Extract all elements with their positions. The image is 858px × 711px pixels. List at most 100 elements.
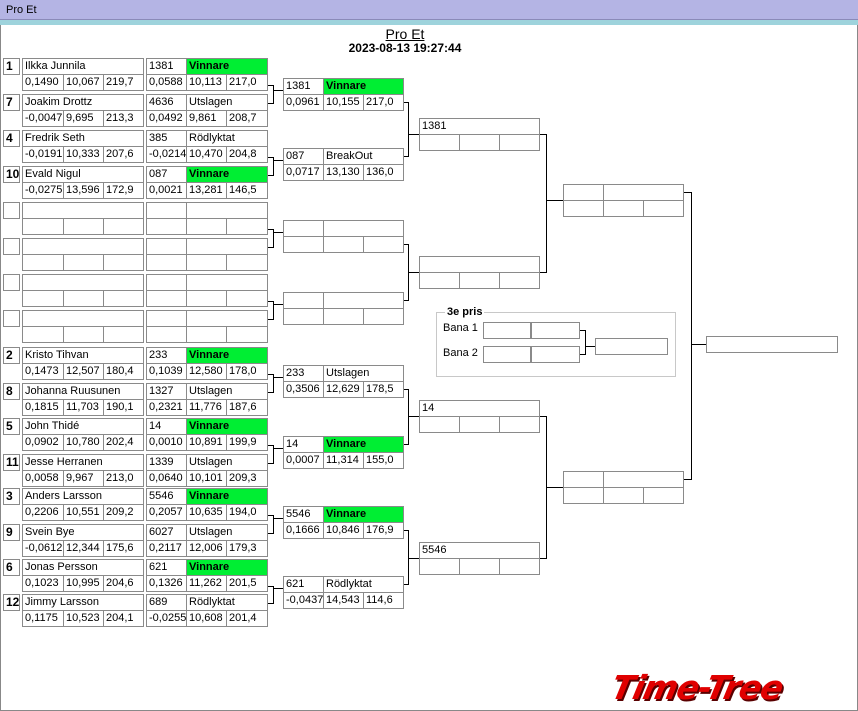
lane-number[interactable]	[146, 274, 187, 291]
round2-elapsed-time: 10,846	[323, 522, 364, 539]
racer-name[interactable]: Joakim Drottz	[22, 94, 144, 111]
bracket-line	[273, 518, 283, 519]
round1-elapsed-time: 11,262	[186, 575, 227, 592]
round2-speed	[363, 236, 404, 253]
window-titlebar[interactable]: Pro Et	[0, 0, 858, 20]
window-title: Pro Et	[6, 4, 37, 16]
round2-lane-number[interactable]: 14	[283, 436, 324, 453]
racer-name[interactable]: Jesse Herranen	[22, 454, 144, 471]
round2-lane-number[interactable]: 5546	[283, 506, 324, 523]
racer-name[interactable]: Fredrik Seth	[22, 130, 144, 147]
lane-number[interactable]	[146, 238, 187, 255]
bracket-line	[268, 463, 274, 464]
round1-reaction-time	[146, 254, 187, 271]
lane-number[interactable]: 14	[146, 418, 187, 435]
lane1-label: Bana 1	[443, 322, 478, 334]
round3-et	[459, 416, 500, 433]
bracket-line	[404, 102, 409, 103]
champion-box[interactable]	[706, 336, 838, 353]
round1-reaction-time: -0,0255	[146, 610, 187, 627]
third-lane1-result[interactable]	[531, 322, 580, 339]
racer-name[interactable]	[22, 274, 144, 291]
seed-number: 3	[3, 488, 20, 505]
round2-elapsed-time: 13,130	[323, 164, 364, 181]
racer-speed	[103, 326, 144, 343]
round3-et	[459, 134, 500, 151]
semifinal-lane-number[interactable]	[563, 471, 604, 488]
racer-name[interactable]: Jonas Persson	[22, 559, 144, 576]
round2-lane-number[interactable]: 621	[283, 576, 324, 593]
round3-speed	[499, 134, 540, 151]
bracket-line	[268, 319, 274, 320]
racer-name[interactable]: John Thidé	[22, 418, 144, 435]
lane-number[interactable]: 6027	[146, 524, 187, 541]
lane-number[interactable]: 621	[146, 559, 187, 576]
racer-name[interactable]: Svein Bye	[22, 524, 144, 541]
round2-lane-number[interactable]: 233	[283, 365, 324, 382]
result-badge: Vinnare	[186, 559, 268, 576]
seed-number: 6	[3, 559, 20, 576]
third-place-winner[interactable]	[595, 338, 668, 355]
racer-speed: 204,6	[103, 575, 144, 592]
round3-lane-number[interactable]: 14	[419, 400, 540, 417]
racer-elapsed-time: 10,523	[63, 610, 104, 627]
racer-name[interactable]: Evald Nigul	[22, 166, 144, 183]
bracket-line	[273, 229, 274, 248]
round3-lane-number[interactable]: 5546	[419, 542, 540, 559]
round2-lane-number[interactable]	[283, 292, 324, 309]
racer-elapsed-time	[63, 218, 104, 235]
round2-lane-number[interactable]	[283, 220, 324, 237]
racer-name[interactable]	[22, 202, 144, 219]
lane-number[interactable]: 1327	[146, 383, 187, 400]
round3-et	[459, 558, 500, 575]
bracket-line	[408, 558, 419, 559]
bracket-line	[540, 134, 547, 135]
lane-number[interactable]: 5546	[146, 488, 187, 505]
bracket-line	[408, 102, 409, 157]
racer-elapsed-time: 10,067	[63, 74, 104, 91]
round2-result: Rödlyktat	[323, 576, 404, 593]
racer-speed	[103, 290, 144, 307]
round2-lane-number[interactable]: 087	[283, 148, 324, 165]
round1-elapsed-time	[186, 218, 227, 235]
lane-number[interactable]	[146, 202, 187, 219]
lane-number[interactable]	[146, 310, 187, 327]
lane-number[interactable]: 1339	[146, 454, 187, 471]
round1-elapsed-time: 11,776	[186, 399, 227, 416]
round1-reaction-time: 0,0021	[146, 182, 187, 199]
racer-name[interactable]: Ilkka Junnila	[22, 58, 144, 75]
lane-number[interactable]: 385	[146, 130, 187, 147]
semifinal-lane-number[interactable]	[563, 184, 604, 201]
bracket-line	[404, 156, 409, 157]
lane-number[interactable]: 4636	[146, 94, 187, 111]
result-badge: Utslagen	[186, 383, 268, 400]
bracket-line	[404, 530, 409, 531]
lane-number[interactable]: 233	[146, 347, 187, 364]
round1-reaction-time: 0,0492	[146, 110, 187, 127]
round3-speed	[499, 416, 540, 433]
round2-lane-number[interactable]: 1381	[283, 78, 324, 95]
racer-name[interactable]: Kristo Tihvan	[22, 347, 144, 364]
racer-name[interactable]	[22, 310, 144, 327]
round1-elapsed-time	[186, 254, 227, 271]
round3-lane-number[interactable]: 1381	[419, 118, 540, 135]
round2-reaction-time: 0,0961	[283, 94, 324, 111]
racer-name[interactable]: Anders Larsson	[22, 488, 144, 505]
racer-name[interactable]	[22, 238, 144, 255]
third-lane2-result[interactable]	[531, 346, 580, 363]
third-lane2-number[interactable]	[483, 346, 531, 363]
racer-elapsed-time: 12,344	[63, 540, 104, 557]
lane-number[interactable]: 087	[146, 166, 187, 183]
lane-number[interactable]: 689	[146, 594, 187, 611]
round1-elapsed-time: 10,101	[186, 470, 227, 487]
bracket-line	[273, 304, 283, 305]
round3-lane-number[interactable]	[419, 256, 540, 273]
racer-speed: 207,6	[103, 146, 144, 163]
racer-reaction-time: 0,2206	[22, 504, 64, 521]
third-lane1-number[interactable]	[483, 322, 531, 339]
racer-name[interactable]: Johanna Ruusunen	[22, 383, 144, 400]
lane-number[interactable]: 1381	[146, 58, 187, 75]
round3-rt	[419, 134, 460, 151]
result-badge	[186, 274, 268, 291]
racer-name[interactable]: Jimmy Larsson	[22, 594, 144, 611]
